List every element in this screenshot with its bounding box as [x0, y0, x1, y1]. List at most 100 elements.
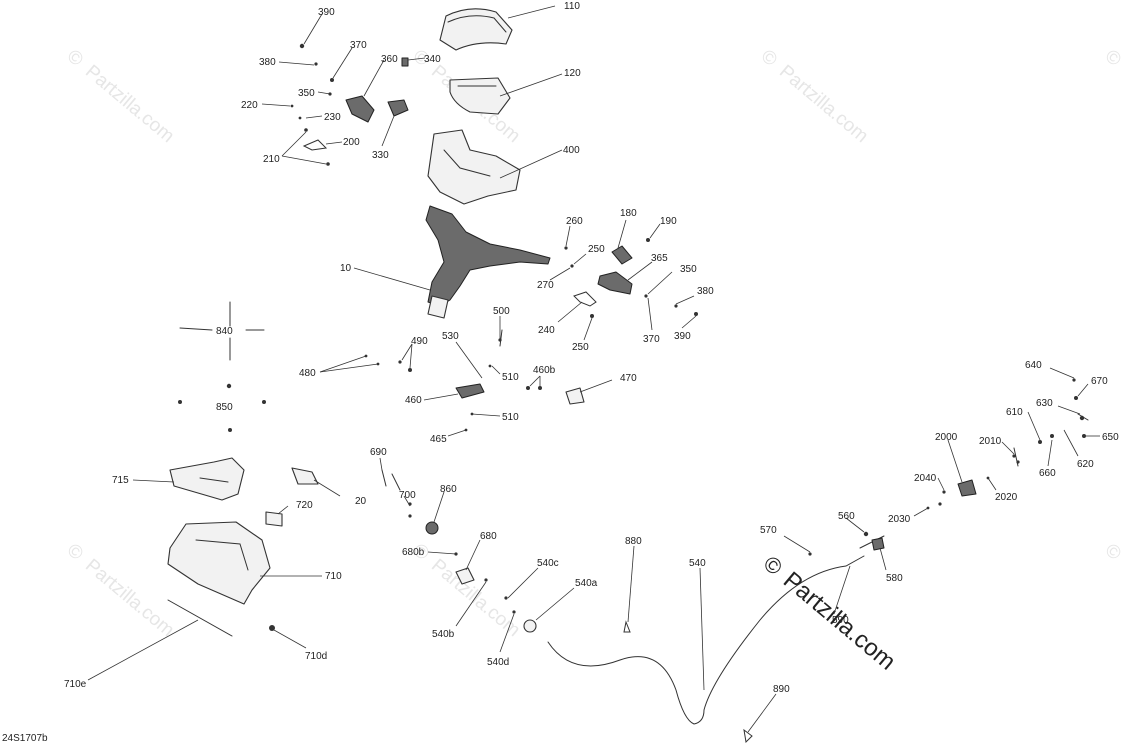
callout-560: 560	[838, 511, 855, 522]
callout-360: 360	[381, 54, 398, 65]
part-580	[871, 537, 885, 551]
callout-680b: 680b	[402, 547, 425, 558]
callout-570: 570	[760, 525, 777, 536]
watermark-top-right: © Partzilla.com	[757, 46, 872, 147]
part-860-knob	[425, 521, 439, 535]
watermark-main-symbol: ©	[759, 551, 787, 581]
callout-690: 690	[370, 447, 387, 458]
callout-labels: 390 370 380 360 340 110 350 220 230 120 …	[64, 1, 1119, 695]
part-180	[611, 245, 633, 265]
callout-270: 270	[537, 280, 554, 291]
callout-400: 400	[563, 145, 580, 156]
callout-210: 210	[263, 154, 280, 165]
watermark-main: © Partzilla.com	[759, 551, 901, 676]
callout-340: 340	[424, 54, 441, 65]
leader-lines	[87, 5, 1100, 733]
part-200-lever	[302, 139, 328, 151]
callout-860: 860	[440, 484, 457, 495]
part-715-detail	[199, 477, 229, 483]
callout-715: 715	[112, 475, 129, 486]
part-710e-rod	[167, 599, 233, 637]
part-890	[743, 728, 753, 744]
watermark-top-edge: ©	[1101, 46, 1121, 71]
part-365-grip	[597, 271, 633, 295]
part-400-lower-cover	[427, 129, 521, 205]
part-540-cable	[547, 555, 865, 725]
callout-540b: 540b	[432, 629, 455, 640]
callout-240: 240	[538, 325, 555, 336]
callout-260: 260	[566, 216, 583, 227]
callout-670: 670	[1091, 376, 1108, 387]
part-120-middle-cover	[449, 77, 511, 115]
callout-110: 110	[564, 1, 580, 12]
callout-840: 840	[216, 326, 233, 337]
callout-880: 880	[625, 536, 642, 547]
watermark-top-left: © Partzilla.com	[63, 46, 178, 147]
callout-20: 20	[355, 496, 367, 507]
callout-380: 380	[259, 57, 276, 68]
part-240-lever	[573, 291, 597, 307]
callout-180: 180	[620, 208, 637, 219]
parts-layer	[167, 8, 1089, 744]
part-360	[345, 95, 375, 123]
part-2000-sensor	[957, 479, 977, 497]
callout-700: 700	[399, 490, 416, 501]
callout-2000: 2000	[935, 432, 958, 443]
part-340	[401, 57, 409, 67]
part-400-detail	[443, 149, 491, 177]
part-710-housing	[167, 521, 271, 605]
part-710-detail	[195, 539, 249, 571]
callout-2020: 2020	[995, 492, 1018, 503]
callout-540: 540	[689, 558, 706, 569]
callout-710e: 710e	[64, 679, 87, 690]
callout-2040: 2040	[914, 473, 937, 484]
callout-890: 890	[773, 684, 790, 695]
watermark-symbol: ©	[757, 46, 781, 71]
part-680	[455, 567, 475, 585]
watermark-text: Partzilla.com	[775, 61, 872, 147]
watermark-symbol: ©	[63, 46, 87, 71]
watermark-text: Partzilla.com	[81, 61, 178, 147]
part-10-shaft-end	[427, 295, 449, 319]
callout-540d: 540d	[487, 657, 509, 668]
callout-710: 710	[325, 571, 342, 582]
callout-720: 720	[296, 500, 313, 511]
callout-510: 510	[502, 372, 519, 383]
callout-500: 500	[493, 306, 510, 317]
callout-680: 680	[480, 531, 497, 542]
callout-390: 390	[318, 7, 335, 18]
callout-660: 660	[1039, 468, 1056, 479]
watermark-symbol: ©	[63, 540, 87, 565]
callout-190: 190	[660, 216, 677, 227]
callout-230: 230	[324, 112, 341, 123]
callout-460: 460	[405, 395, 422, 406]
watermark-bottom-left: © Partzilla.com	[63, 540, 178, 641]
watermark-symbol: ©	[1101, 540, 1121, 565]
part-470	[565, 387, 585, 405]
bolts	[179, 301, 1089, 491]
callout-850: 850	[216, 402, 233, 413]
callout-590: 590	[832, 615, 849, 626]
callout-620: 620	[1077, 459, 1094, 470]
callout-490: 490	[411, 336, 428, 347]
callout-630: 630	[1036, 398, 1053, 409]
callout-365: 365	[651, 253, 668, 264]
callout-530: 530	[442, 331, 459, 342]
watermark-text: Partzilla.com	[81, 555, 178, 641]
callout-350b: 350	[680, 264, 697, 275]
callout-650: 650	[1102, 432, 1119, 443]
part-720	[265, 511, 283, 527]
diagram-reference-code: 24S1707b	[2, 733, 48, 744]
callout-200: 200	[343, 137, 360, 148]
callout-250b: 250	[572, 342, 589, 353]
callout-250: 250	[588, 244, 605, 255]
callout-710d: 710d	[305, 651, 327, 662]
callout-580: 580	[886, 573, 903, 584]
callout-640: 640	[1025, 360, 1042, 371]
callout-465: 465	[430, 434, 447, 445]
hardware-dots	[178, 43, 1086, 631]
part-880	[623, 620, 631, 633]
part-110-detail	[447, 15, 507, 33]
callout-220: 220	[241, 100, 258, 111]
